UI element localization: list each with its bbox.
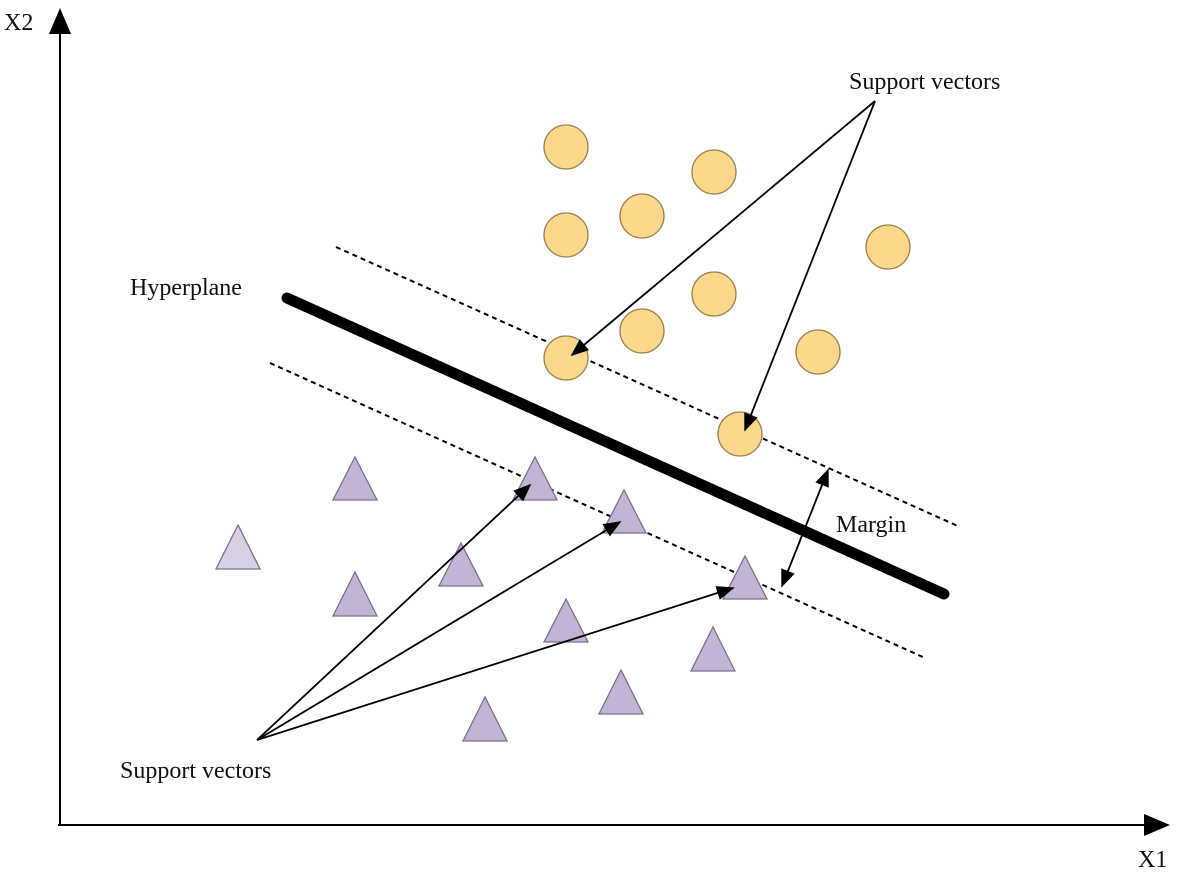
hyperplane-label: Hyperplane — [130, 275, 242, 301]
circle-point — [543, 124, 589, 170]
triangle-point — [461, 695, 509, 742]
margin-boundaries — [269, 246, 961, 659]
circle-point — [691, 271, 737, 317]
circle-class-points — [543, 124, 911, 457]
hyperplane-line — [281, 292, 950, 600]
y-axis-label: X2 — [4, 10, 33, 36]
bottom-arrow-2 — [256, 521, 622, 741]
x-axis-label: X1 — [1138, 847, 1167, 873]
margin-label: Margin — [836, 512, 906, 538]
triangle-support-vector — [721, 554, 769, 600]
triangle-point — [331, 570, 379, 617]
top-arrow-2 — [744, 100, 876, 432]
triangle-point — [689, 625, 737, 672]
bottom-arrow-3 — [256, 586, 735, 741]
margin-arrow — [781, 468, 829, 588]
triangle-support-vector — [600, 488, 648, 534]
circle-point — [619, 193, 665, 239]
circle-support-vector — [543, 335, 589, 381]
bottom-support-vector-arrows — [256, 483, 735, 741]
circle-point — [691, 149, 737, 195]
lower-margin-line — [269, 362, 926, 659]
triangle-point — [597, 668, 645, 715]
top-arrow-1 — [570, 100, 876, 357]
circle-point — [795, 329, 841, 375]
circle-point — [619, 308, 665, 354]
support-vectors-label-bottom: Support vectors — [120, 758, 271, 784]
circle-point — [543, 212, 589, 258]
axes: X2 X1 — [4, 8, 1170, 873]
y-axis-arrow-icon — [49, 8, 71, 34]
top-support-vector-arrows — [570, 100, 876, 432]
upper-margin-line — [335, 246, 961, 528]
triangle-point — [214, 523, 262, 570]
triangle-point — [437, 541, 485, 587]
bottom-arrow-1 — [256, 483, 532, 741]
circle-point — [865, 224, 911, 270]
x-axis-arrow-icon — [1144, 814, 1170, 836]
triangle-point — [331, 455, 379, 501]
support-vectors-label-top: Support vectors — [849, 69, 1000, 95]
circle-support-vector — [717, 411, 763, 457]
